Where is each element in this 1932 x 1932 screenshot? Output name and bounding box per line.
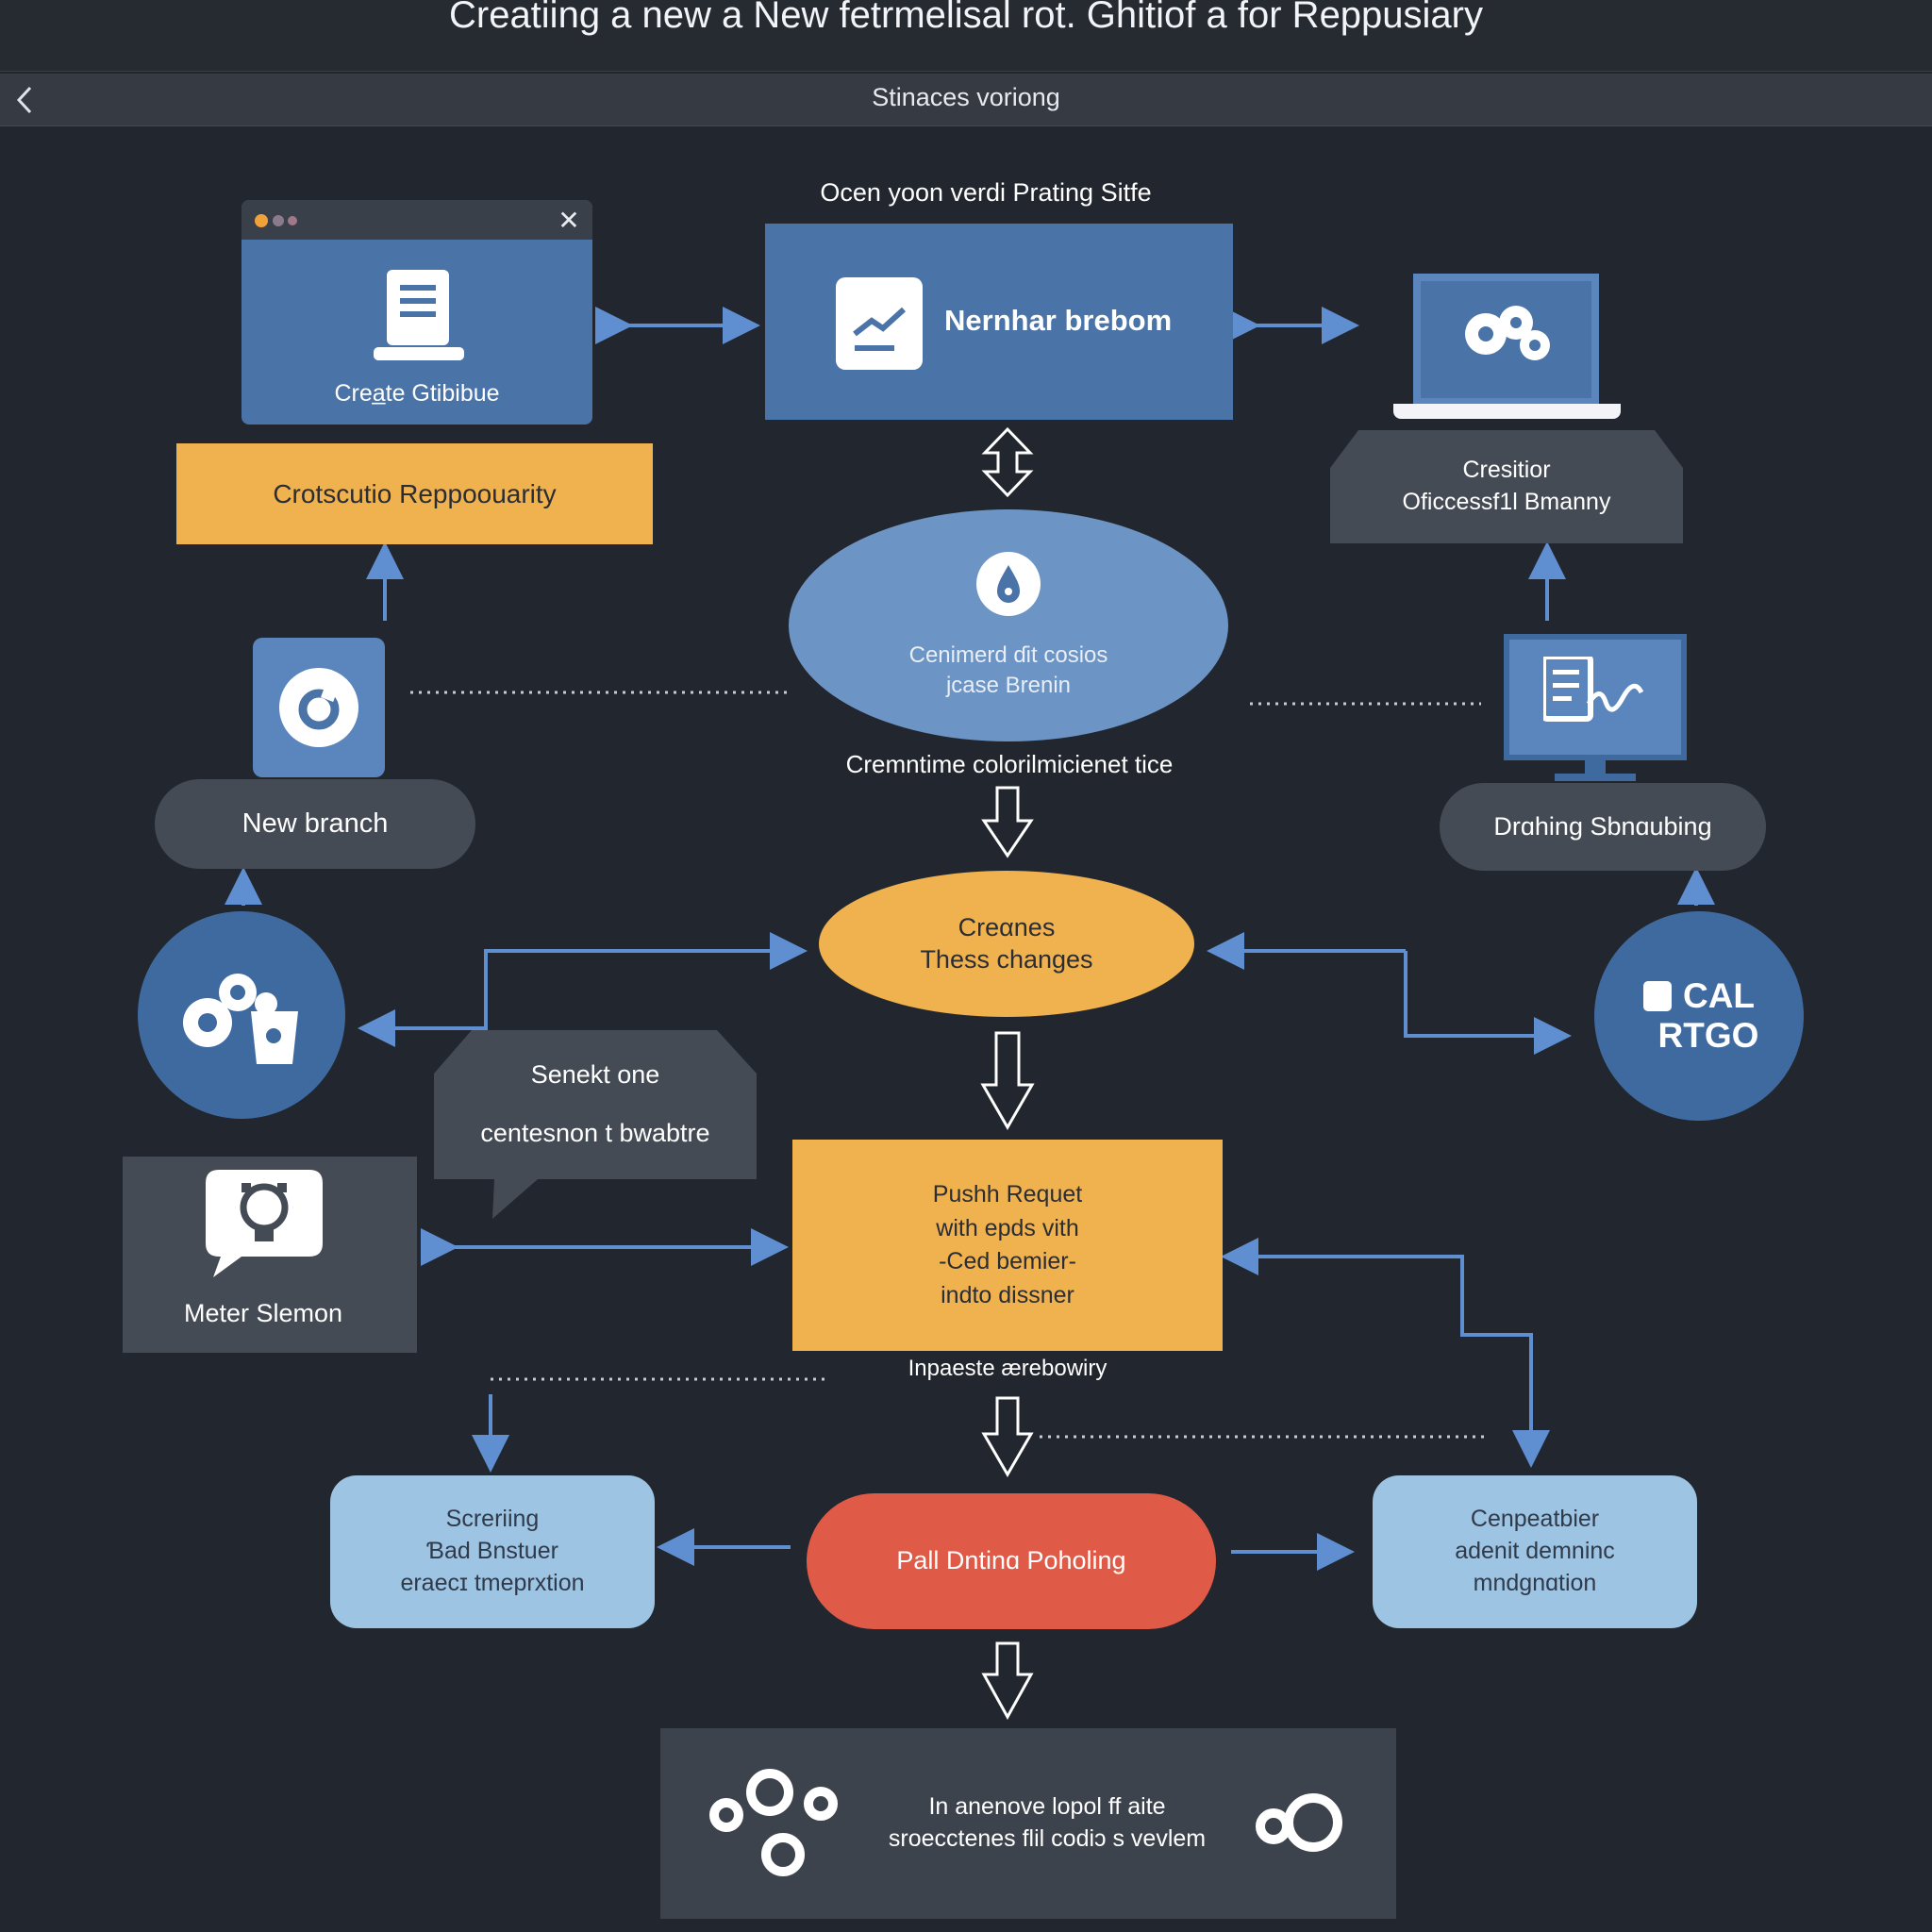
commit-ellipse[interactable]: Cenimerd ɗit cosios jcase Brenin <box>789 509 1228 741</box>
speech-bubble-shape <box>434 1030 757 1219</box>
arrow-push-compare <box>1231 1255 1550 1468</box>
new-branch-pill[interactable]: New branch <box>155 779 475 869</box>
cal-circle[interactable]: CAL RTGO <box>1594 911 1804 1121</box>
push-line2: with epds vith <box>936 1214 1079 1241</box>
create-window[interactable]: ✕ Crea̲te Gtibibue <box>242 200 592 425</box>
changes-line1: Creαnes <box>958 912 1056 941</box>
successful-box[interactable]: Cresitior Oficcessf1l Bmanny <box>1330 430 1683 543</box>
screening-line3: eraecɪ tmeprxtion <box>400 1569 585 1596</box>
main-box[interactable]: Nernhar brebom <box>765 224 1233 420</box>
gears-icon-left <box>709 1769 838 1876</box>
window-dot-pink <box>288 216 297 225</box>
speech-bubble: Senekt one centesnon t bwabtre <box>434 1030 757 1179</box>
cal-line2: RTGO <box>1657 1016 1759 1055</box>
drafting-pill[interactable]: Drɑhing Sbnɑubing <box>1440 783 1766 871</box>
nav-bar <box>0 74 1932 126</box>
updown-arrow <box>981 426 1034 498</box>
meter-box[interactable]: Meter Slemon <box>123 1157 417 1353</box>
create-window-label: Crea̲te Gtibibue <box>334 380 500 407</box>
arrow-cal-changes <box>1404 951 1572 1055</box>
back-button[interactable] <box>6 77 43 123</box>
compare-line3: mndgnɑtion <box>1473 1569 1597 1596</box>
down-arrow-3 <box>981 1396 1034 1477</box>
footer-line2: sroecctenes flil codiɔ s vevlem <box>888 1825 1207 1852</box>
push-caption: Inpaeste ærebowiry <box>908 1356 1108 1381</box>
title-bar <box>0 0 1932 72</box>
cal-line1: CAL <box>1682 976 1756 1015</box>
main-box-label: Nernhar brebom <box>944 304 1173 337</box>
success-shape <box>1330 430 1683 543</box>
screening-line1: Screriing <box>445 1506 540 1533</box>
down-arrow-1 <box>981 786 1034 858</box>
laptop <box>1391 270 1623 421</box>
footer-box: In anenove lopol ff aite sroecctenes fli… <box>660 1728 1396 1919</box>
document-icon <box>374 270 464 360</box>
monitor <box>1504 634 1687 783</box>
chevron-left-icon <box>16 86 32 114</box>
circle-icon <box>279 668 358 747</box>
down-arrow-4 <box>981 1641 1034 1721</box>
footer-line1: In anenove lopol ff aite <box>928 1793 1166 1821</box>
cal-icon <box>1642 981 1672 1011</box>
successful-line2: Oficcessf1l Bmanny <box>1402 489 1611 515</box>
gears-icon <box>1465 306 1550 360</box>
window-dot-grey <box>273 215 284 226</box>
commit-caption: Cremntime colorilmicienet tice <box>845 750 1174 778</box>
successful-line1: Cresitior <box>1462 457 1551 484</box>
screening-line2: Ɓad Bnstuer <box>426 1538 558 1565</box>
top-caption: Ocen yoon verdi Prating Sitfe <box>820 178 1152 207</box>
changes-ellipse[interactable]: Creαnes Thess changes <box>819 871 1194 1017</box>
page-title: Creatiing a new a New fetrmelisal rot. G… <box>448 0 1483 36</box>
window-dot-orange <box>255 214 268 227</box>
chart-icon <box>836 277 923 370</box>
gears-icon-right <box>1256 1793 1342 1852</box>
compare-line1: Cenpeatbier <box>1470 1506 1600 1533</box>
changes-line2: Thess changes <box>920 944 1093 974</box>
commit-line2: jcase Brenin <box>945 673 1072 698</box>
push-box[interactable]: Pushh Requet with epds vith -Ced bemier-… <box>792 1140 1223 1351</box>
pull-pill[interactable]: Pall Dntinɑ Poholing <box>807 1493 1216 1629</box>
speech-line1: Senekt one <box>530 1060 660 1090</box>
footer-text: In anenove lopol ff aite sroecctenes fli… <box>849 1781 1245 1866</box>
push-line4: indto dissner <box>941 1281 1074 1308</box>
nav-label: Stinaces voriong <box>872 83 1060 111</box>
create-repo-box[interactable]: Crotscutio Reppoouarity <box>176 443 653 544</box>
gears-cup-icon <box>183 974 298 1064</box>
arrow-gears-changes <box>377 932 808 1030</box>
branch-tile[interactable] <box>253 638 385 777</box>
gears-circle[interactable] <box>138 911 345 1119</box>
close-icon[interactable]: ✕ <box>558 205 580 235</box>
lightbulb-chat-icon <box>206 1170 323 1277</box>
push-line1: Pushh Requet <box>932 1181 1083 1208</box>
window-titlebar: ✕ <box>242 200 592 240</box>
meter-label: Meter Slemon <box>183 1299 343 1327</box>
monitor-signature-icon <box>1543 657 1644 722</box>
drop-icon <box>976 551 1041 616</box>
commit-line1: Cenimerd ɗit cosios <box>908 641 1108 668</box>
push-line3: -Ced bemier- <box>939 1248 1076 1274</box>
compare-box[interactable]: Cenpeatbier adenit demninc mndgnɑtion <box>1373 1475 1697 1628</box>
screening-box[interactable]: Screriing Ɓad Bnstuer eraecɪ tmeprxtion <box>330 1475 655 1628</box>
speech-line2: centesnon t bwabtre <box>480 1119 710 1147</box>
down-arrow-2 <box>980 1031 1035 1130</box>
compare-line2: adenit demninc <box>1455 1538 1615 1565</box>
